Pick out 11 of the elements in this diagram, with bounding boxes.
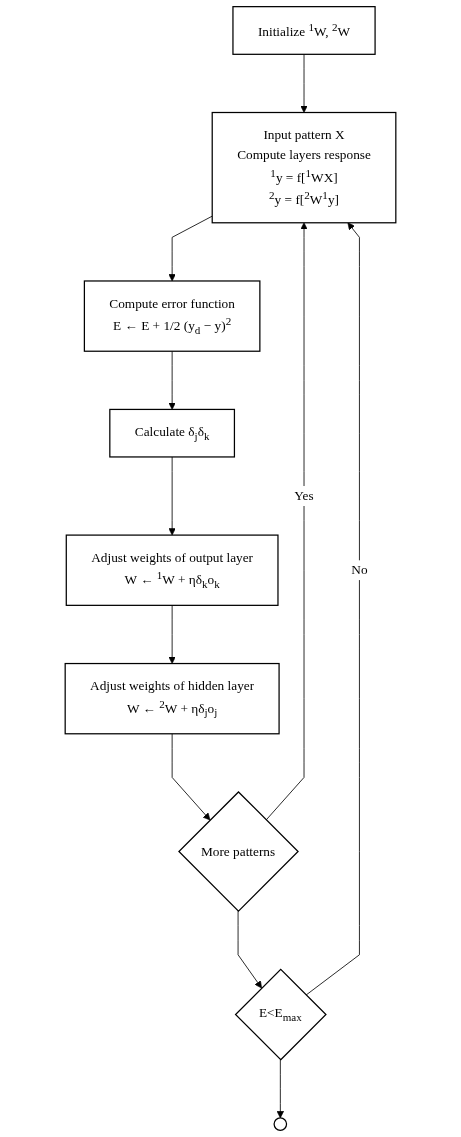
node-box — [64, 662, 280, 735]
node-box — [83, 280, 261, 352]
node-box — [211, 111, 397, 224]
node-circle — [273, 1117, 288, 1131]
node-diamond — [234, 968, 327, 1061]
node-box — [109, 408, 236, 458]
node-box — [65, 534, 279, 606]
node-diamond — [178, 791, 299, 912]
edge-label: No — [351, 562, 368, 577]
edge-label: Yes — [294, 488, 314, 503]
node-box — [232, 6, 376, 55]
